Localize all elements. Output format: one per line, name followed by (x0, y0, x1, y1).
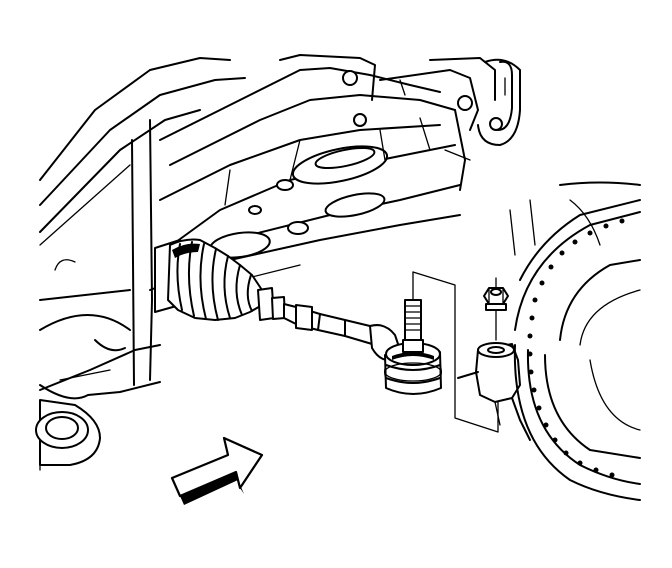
outer-tie-rod-end (369, 299, 442, 395)
tie-rod (283, 303, 393, 349)
subframe-crossmember (149, 54, 496, 311)
upper-right-bracket (477, 58, 521, 146)
brake-rotor (509, 181, 641, 501)
steering-knuckle-arm (457, 342, 531, 441)
tie-rod-end-nut (483, 287, 509, 311)
steering-rack-boot (154, 238, 286, 321)
body-panel-left (39, 57, 246, 400)
front-direction-arrow (170, 436, 264, 505)
lower-mount-bushing (35, 399, 101, 471)
